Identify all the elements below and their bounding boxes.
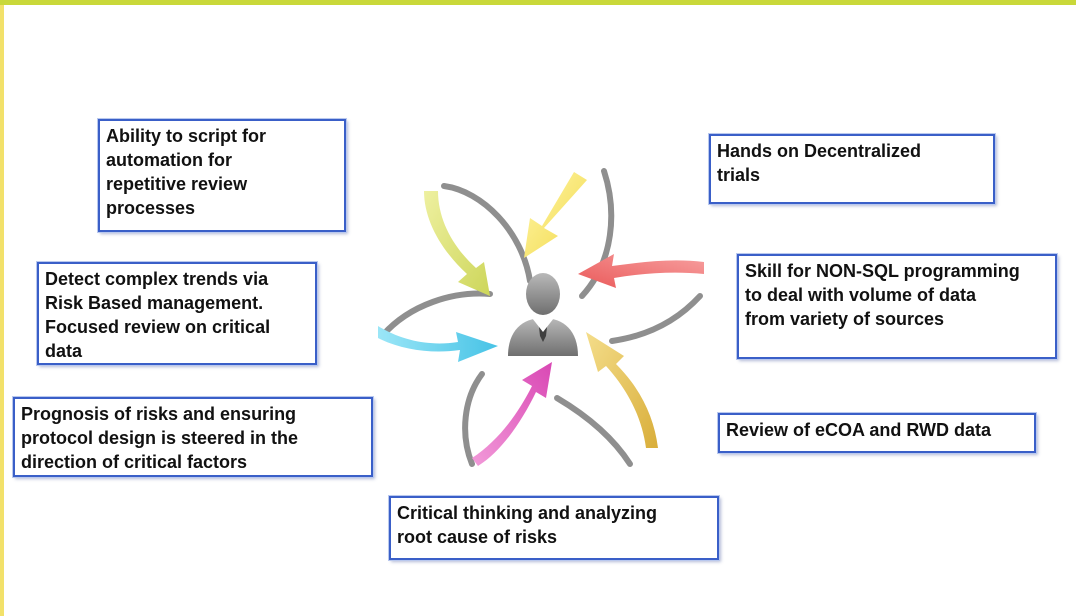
skill-box-non-sql: Skill for NON-SQL programming to deal wi… (737, 254, 1057, 359)
star-arrow-diagram (378, 168, 704, 467)
cyan-arrow (378, 326, 498, 362)
gray-arcs (379, 168, 703, 467)
left-border (0, 5, 4, 616)
yellow-arrow (524, 172, 587, 258)
red-arrow (578, 254, 704, 288)
skill-box-prognosis: Prognosis of risks and ensuring protocol… (13, 397, 373, 477)
skill-box-trends: Detect complex trends via Risk Based man… (37, 262, 317, 365)
lime-arrow (424, 191, 490, 296)
person-icon (508, 273, 578, 356)
top-border (0, 0, 1076, 5)
skill-box-script: Ability to script for automation for rep… (98, 119, 346, 232)
skill-box-critical-thinking: Critical thinking and analyzing root cau… (389, 496, 719, 560)
pink-arrow (472, 362, 552, 466)
gold-arrow (586, 332, 658, 448)
skill-box-ecoa: Review of eCOA and RWD data (718, 413, 1036, 453)
skill-box-decentralized: Hands on Decentralized trials (709, 134, 995, 204)
